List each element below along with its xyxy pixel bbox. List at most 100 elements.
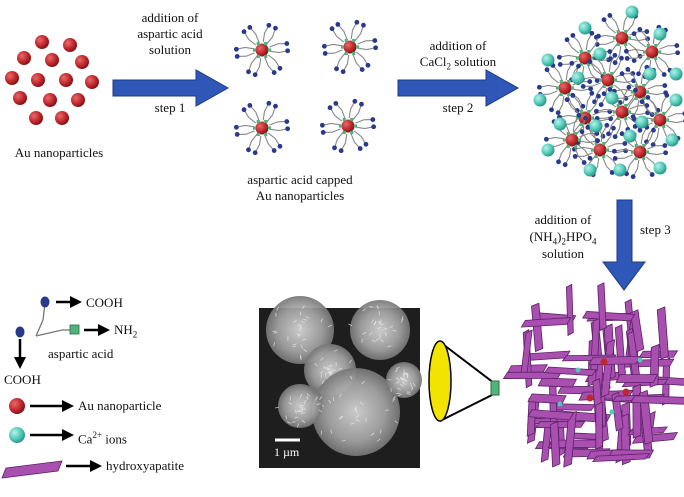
legend-cooh-top: COOH bbox=[86, 295, 123, 310]
au-nanoparticle bbox=[29, 111, 43, 125]
calcium-ion bbox=[589, 119, 603, 133]
hydroxyapatite-plate bbox=[597, 282, 607, 332]
calcium-ion bbox=[625, 5, 639, 19]
capped-nanoparticle bbox=[321, 19, 379, 75]
au-nanoparticle bbox=[75, 55, 89, 69]
legend-hydroxyapatite: hydroxyapatite bbox=[106, 458, 184, 473]
hydroxyapatite-plate bbox=[502, 371, 563, 379]
step3-text-1: addition of bbox=[534, 212, 592, 227]
calcium-ion bbox=[669, 93, 683, 107]
hydroxyapatite-plate bbox=[588, 355, 641, 366]
hydroxyapatite-plate bbox=[591, 453, 651, 463]
au-nanoparticle bbox=[13, 91, 27, 105]
hydroxyapatite-plate bbox=[630, 395, 684, 405]
capped-nanoparticle bbox=[233, 22, 291, 78]
hydroxyapatite-plate bbox=[565, 283, 574, 337]
calcium-ion bbox=[613, 163, 627, 177]
calcium-ion bbox=[635, 115, 649, 129]
hydroxyapatite-plate bbox=[595, 401, 603, 450]
legend-au-glyph bbox=[9, 398, 74, 414]
au-nanoparticle bbox=[35, 35, 49, 49]
calcium-ion bbox=[578, 21, 592, 35]
hydroxyapatite-plate bbox=[611, 391, 624, 432]
calcium-ion bbox=[623, 129, 637, 143]
calcium-ion bbox=[653, 161, 667, 175]
hydroxyapatite-assembly bbox=[502, 282, 684, 468]
legend-nh2: NH2 bbox=[114, 322, 138, 340]
au-nanoparticle bbox=[5, 71, 19, 85]
au-nanoparticle bbox=[45, 53, 59, 67]
au-nanoparticle-cluster bbox=[5, 35, 99, 125]
hydroxyapatite-plate bbox=[550, 403, 596, 411]
hydroxyapatite-plate bbox=[527, 409, 575, 421]
step3-label: step 3 bbox=[640, 222, 671, 237]
calcium-ion bbox=[605, 91, 619, 105]
hydroxyapatite-plate bbox=[614, 324, 627, 381]
hydroxyapatite-plate bbox=[630, 309, 645, 353]
capped-nanoparticle bbox=[319, 98, 377, 154]
hydroxyapatite-plate bbox=[520, 317, 572, 328]
calcium-ion bbox=[653, 27, 667, 41]
hydroxyapatite-plate bbox=[615, 374, 659, 383]
hydroxyapatite-plate bbox=[600, 339, 616, 398]
hydroxyapatite-plate bbox=[632, 383, 642, 439]
hydroxyapatite-plate bbox=[531, 302, 544, 353]
legend-aspartic-acid-glyph bbox=[14, 296, 110, 369]
step2-arrow bbox=[397, 69, 520, 107]
legend-aspartic-acid: aspartic acid bbox=[48, 346, 114, 361]
hydroxyapatite-plate bbox=[656, 306, 669, 360]
step1-text-1: addition of bbox=[141, 10, 199, 25]
calcium-ion bbox=[669, 67, 683, 81]
label-au-nanoparticles: Au nanoparticles bbox=[14, 145, 104, 160]
step3-arrow bbox=[602, 199, 646, 291]
capped-nanoparticle bbox=[233, 100, 291, 156]
au-nanoparticle bbox=[85, 75, 99, 89]
hydroxyapatite-plate bbox=[523, 350, 571, 362]
calcium-ion-network bbox=[533, 5, 684, 180]
step3-text-2: (NH4)2HPO4 bbox=[529, 229, 597, 247]
hydroxyapatite-plate bbox=[638, 389, 654, 446]
step1-text-3: solution bbox=[149, 42, 191, 57]
capped-nanoparticle bbox=[536, 60, 594, 116]
hydroxyapatite-plate bbox=[582, 311, 636, 322]
calcium-ion bbox=[643, 67, 657, 81]
calcium-ion bbox=[665, 133, 679, 147]
sem-micrograph bbox=[259, 296, 422, 468]
calcium-ion bbox=[541, 53, 555, 67]
legend-hydroxyapatite-glyph bbox=[1, 460, 102, 479]
calcium-ion bbox=[541, 143, 555, 157]
calcium-ion bbox=[583, 163, 597, 177]
magnifier-cone bbox=[428, 340, 500, 422]
capped-nanoparticles bbox=[233, 19, 379, 156]
legend-au-nanoparticle: Au nanoparticle bbox=[78, 398, 162, 413]
calcium-ion bbox=[593, 47, 607, 61]
step2-label: step 2 bbox=[442, 100, 474, 115]
au-nanoparticle bbox=[59, 73, 73, 87]
hydroxyapatite-plate bbox=[549, 421, 561, 468]
capped-nanoparticle bbox=[571, 122, 629, 178]
au-nanoparticle bbox=[63, 38, 77, 52]
au-nanoparticle bbox=[71, 93, 85, 107]
hydroxyapatite-plate bbox=[540, 422, 553, 463]
au-nanoparticle bbox=[43, 93, 57, 107]
calcium-ion bbox=[533, 93, 547, 107]
hydroxyapatite-plate bbox=[537, 377, 578, 388]
step2-text-2: CaCl2 solution bbox=[419, 54, 497, 72]
au-nanoparticle bbox=[31, 73, 45, 87]
capped-label-1: aspartic acid capped bbox=[247, 172, 353, 187]
scale-bar-label: 1 µm bbox=[274, 445, 300, 459]
calcium-ion bbox=[571, 71, 585, 85]
hydroxyapatite-plate bbox=[535, 421, 586, 429]
legend-ca-ions: Ca2+ ions bbox=[78, 430, 127, 447]
au-nanoparticle bbox=[17, 51, 31, 65]
step1-label: step 1 bbox=[154, 100, 186, 115]
au-nanoparticle bbox=[55, 111, 69, 125]
hydroxyapatite-plate bbox=[543, 366, 597, 376]
step1-arrow bbox=[112, 69, 230, 107]
step3-text-3: solution bbox=[542, 246, 584, 261]
legend-cooh-bottom: COOH bbox=[4, 372, 41, 387]
capped-nanoparticle bbox=[543, 112, 601, 168]
step2-text-1: addition of bbox=[429, 38, 487, 53]
capped-label-2: Au nanoparticles bbox=[255, 188, 345, 203]
